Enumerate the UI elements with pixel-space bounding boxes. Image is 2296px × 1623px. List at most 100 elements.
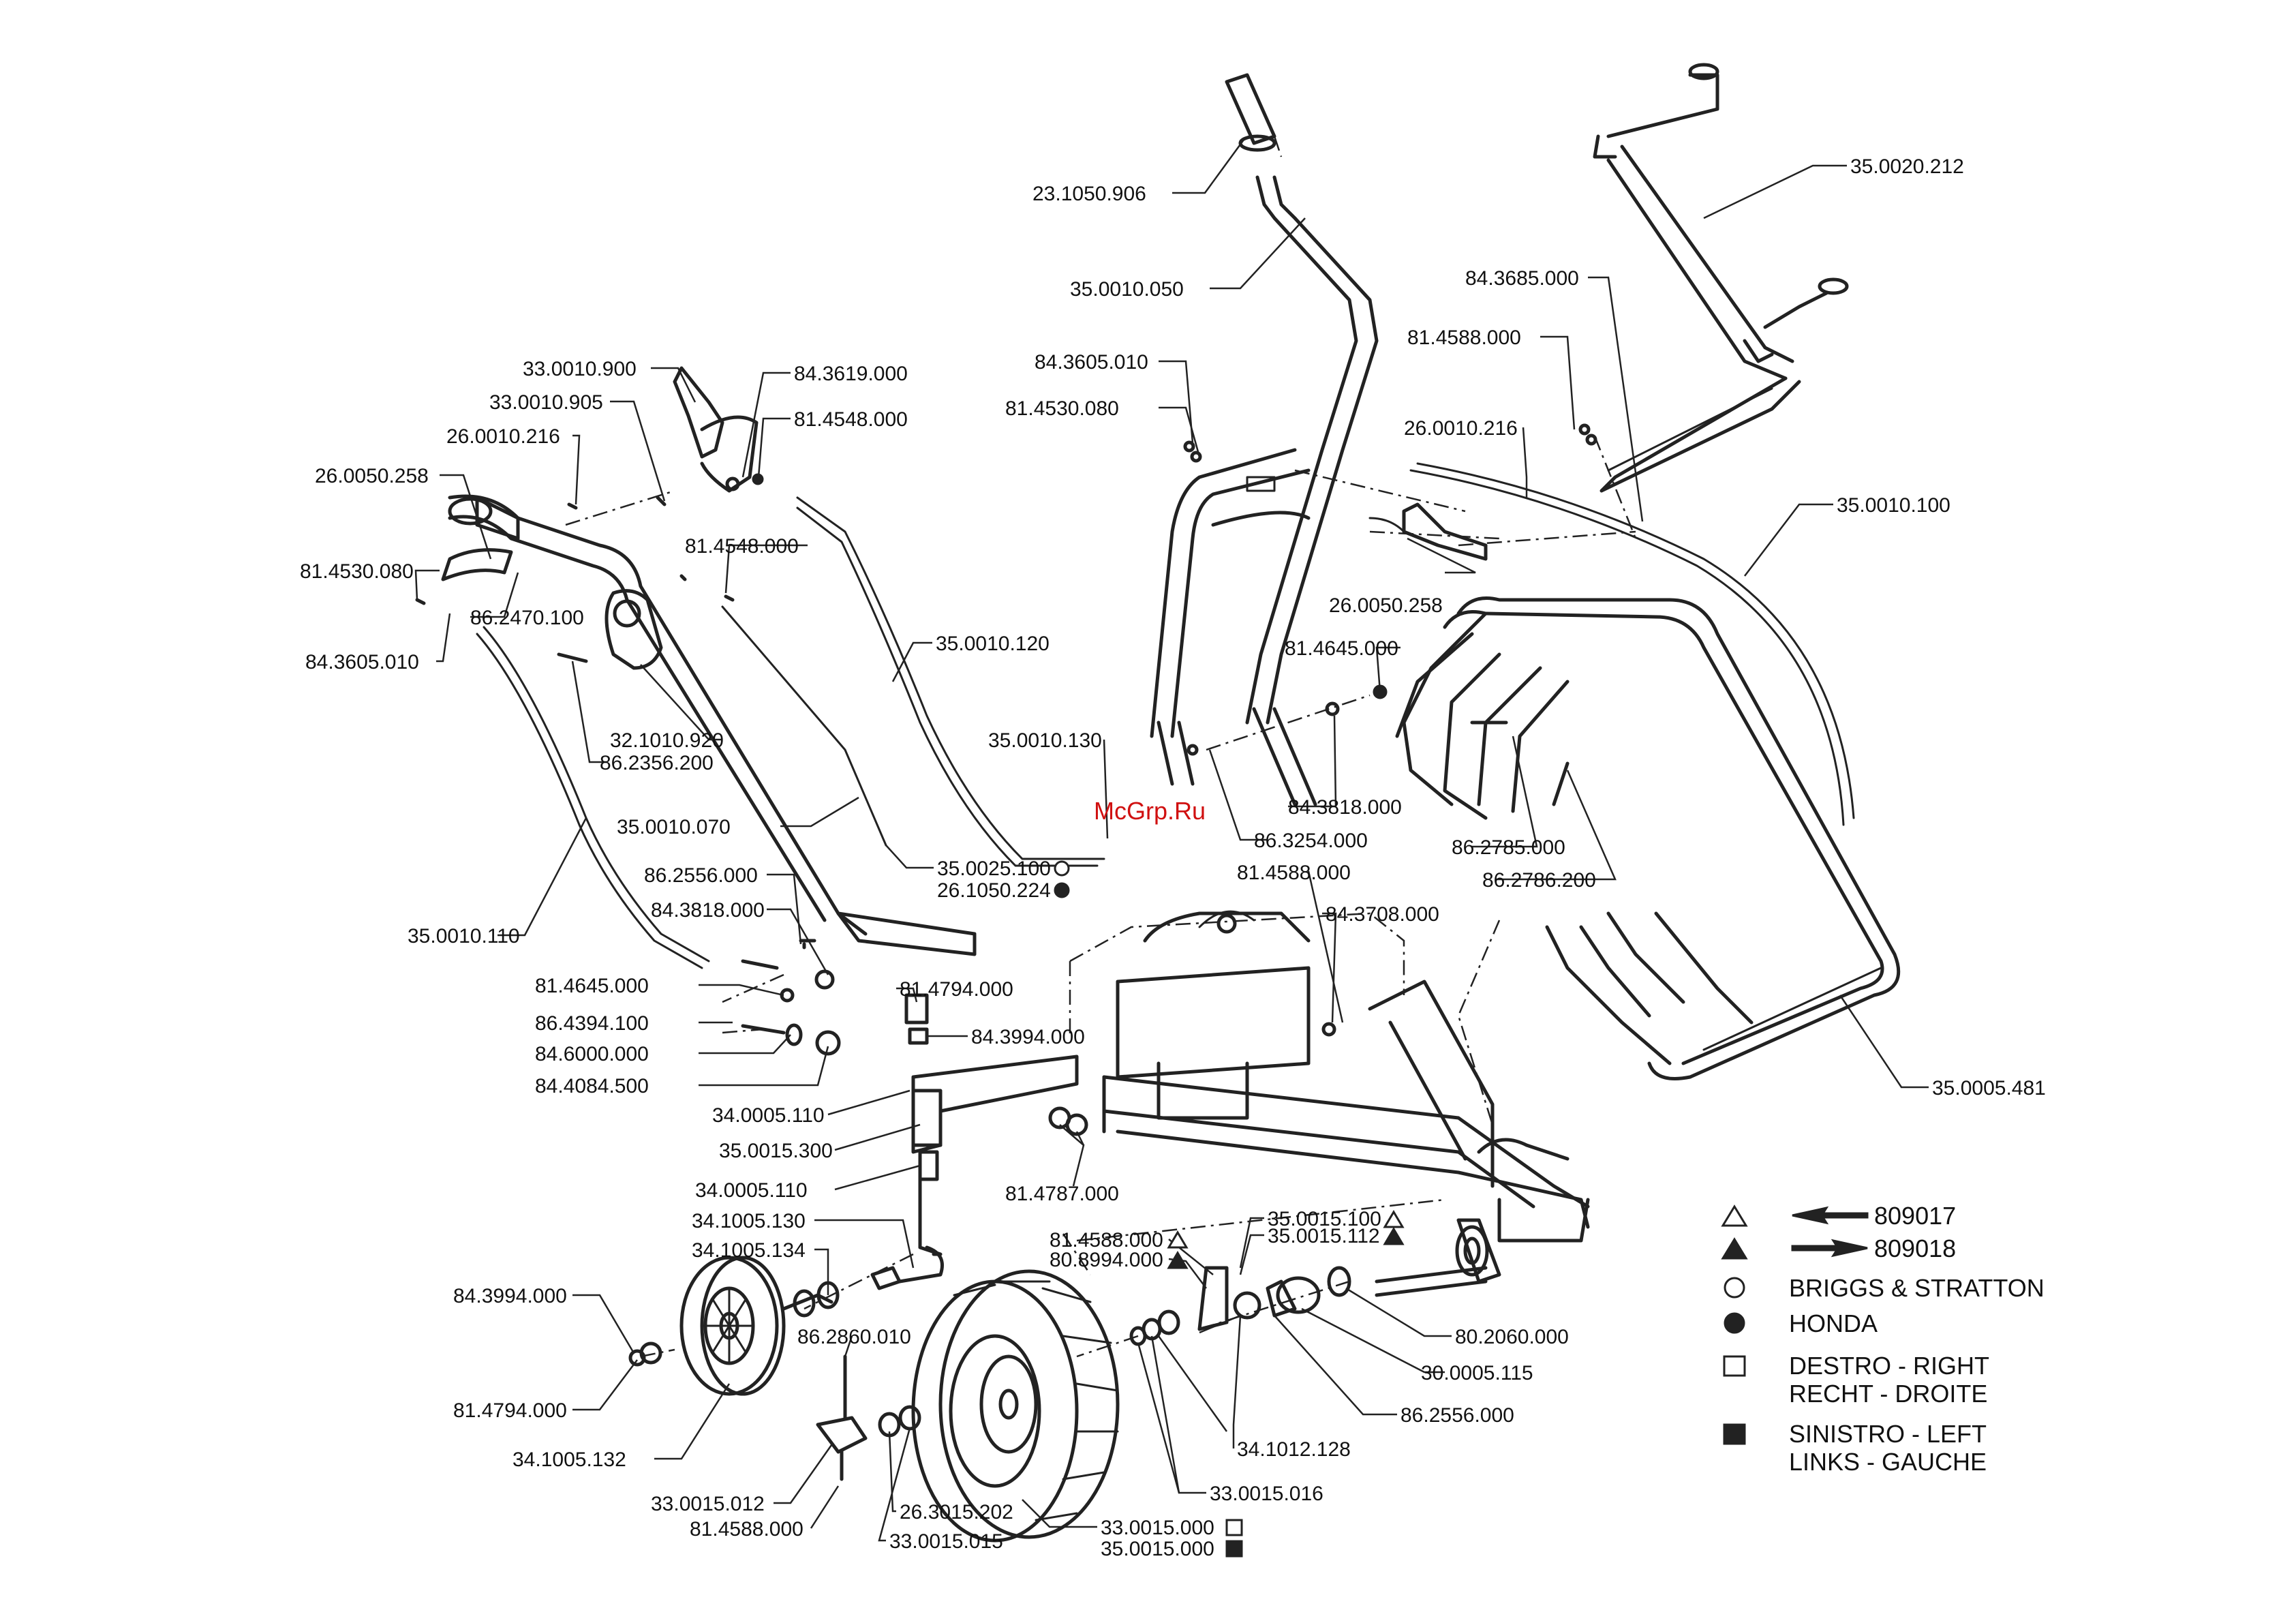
hollow-triangle-icon [1383, 1210, 1405, 1228]
part-label: 81.4588.000 [1407, 327, 1521, 349]
part-label: 26.0050.258 [1329, 594, 1443, 617]
part-label: 33.0015.016 [1210, 1483, 1323, 1505]
part-label: 35.0015.000 [1101, 1538, 1214, 1560]
part-label: 81.4645.000 [1285, 637, 1398, 660]
legend-honda: HONDA [1789, 1309, 1878, 1337]
part-label: 81.4548.000 [685, 535, 799, 558]
part-label: 86.2556.000 [644, 864, 758, 887]
part-label: 86.2356.200 [600, 752, 714, 774]
solid-square-icon [1225, 1540, 1243, 1558]
solid-circle-icon [1054, 882, 1070, 898]
part-label: 81.4588.000 [1237, 862, 1351, 884]
part-label: 30.0005.115 [1421, 1362, 1533, 1384]
part-label: 84.3994.000 [971, 1026, 1085, 1048]
part-label: 86.3254.000 [1254, 830, 1368, 852]
part-label: 34.0005.110 [695, 1179, 808, 1202]
part-label: 26.0010.216 [1404, 417, 1518, 440]
part-label: 33.0015.015 [889, 1530, 1003, 1553]
part-label: 80.8994.000 [1050, 1249, 1163, 1271]
leader-lines [414, 139, 1929, 1542]
part-label: 34.1005.134 [692, 1239, 806, 1262]
part-label: 26.0050.258 [315, 465, 429, 487]
part-label: 35.0015.100 [1268, 1208, 1381, 1230]
part-label: 35.0020.212 [1850, 155, 1964, 178]
engine-chassis [1062, 910, 1590, 1275]
part-label: 86.2785.000 [1452, 836, 1565, 859]
arrow-right-icon [1791, 1239, 1868, 1258]
part-label: 34.0005.110 [712, 1104, 825, 1127]
part-label: 84.3685.000 [1465, 267, 1579, 290]
legend-right: DESTRO - RIGHT [1789, 1352, 1989, 1380]
part-label: 84.3994.000 [453, 1285, 567, 1307]
part-label: 86.2860.010 [797, 1326, 911, 1348]
legend-briggs-stratton: BRIGGS & STRATTON [1789, 1274, 2045, 1302]
part-label: 84.3619.000 [794, 363, 908, 385]
part-label: 84.3818.000 [651, 899, 765, 922]
part-label: 84.3818.000 [1288, 796, 1402, 819]
part-label: 81.4530.080 [1005, 397, 1119, 420]
label-markers [1054, 860, 1405, 1558]
part-label: 86.2556.000 [1400, 1404, 1514, 1427]
hollow-square-icon [1225, 1519, 1243, 1536]
part-label: 26.1050.224 [937, 879, 1051, 902]
part-label: 35.0010.070 [617, 816, 731, 838]
part-label: 35.0025.100 [937, 858, 1051, 880]
part-label: 35.0010.120 [936, 633, 1050, 655]
part-label: 32.1010.920 [610, 729, 724, 752]
legend-right-alt: RECHT - DROITE [1789, 1380, 1987, 1408]
solid-square-icon [1723, 1423, 1746, 1445]
part-label: 26.0010.216 [446, 425, 560, 448]
part-label: 81.4645.000 [535, 975, 649, 997]
part-label: 81.4588.000 [690, 1518, 803, 1541]
part-label: 35.0010.130 [988, 729, 1102, 752]
solid-circle-icon [1724, 1312, 1745, 1334]
hollow-circle-icon [1724, 1277, 1745, 1299]
legend-left: SINISTRO - LEFT [1789, 1420, 1987, 1448]
hollow-triangle-icon [1721, 1204, 1748, 1227]
part-label: 84.3605.010 [305, 651, 419, 673]
part-label: 35.0005.481 [1932, 1077, 2046, 1099]
part-labels: 23.1050.906 35.0010.050 35.0020.212 84.3… [300, 155, 2046, 1560]
part-label: 33.0010.905 [489, 391, 603, 414]
part-label: 26.3015.202 [900, 1501, 1013, 1523]
part-label: 84.4084.500 [535, 1075, 649, 1097]
part-label: 35.0010.050 [1070, 278, 1184, 301]
parts-artwork [415, 63, 1901, 1543]
part-label: 81.4530.080 [300, 560, 414, 583]
part-label: 35.0015.112 [1268, 1225, 1380, 1247]
part-label: 81.4794.000 [900, 978, 1013, 1001]
part-label: 33.0015.012 [651, 1493, 765, 1515]
part-label: 84.3605.010 [1035, 351, 1148, 374]
watermark: McGrp.Ru [1094, 797, 1206, 825]
hollow-square-icon [1723, 1355, 1746, 1377]
part-label: 86.2470.100 [470, 607, 584, 629]
legend-left-alt: LINKS - GAUCHE [1789, 1448, 1987, 1476]
part-label: 81.4794.000 [453, 1399, 567, 1422]
part-label: 35.0015.300 [719, 1140, 833, 1162]
part-label: 35.0010.100 [1837, 494, 1950, 517]
part-label: 86.2786.200 [1482, 869, 1596, 892]
arrow-left-icon [1792, 1206, 1869, 1225]
part-label: 34.1005.132 [512, 1448, 626, 1471]
part-label: 34.1005.130 [692, 1210, 806, 1232]
part-label: 80.2060.000 [1455, 1326, 1569, 1348]
solid-triangle-icon [1167, 1251, 1189, 1269]
part-label: 86.4394.100 [535, 1012, 649, 1035]
legend-809017: 809017 [1874, 1202, 1956, 1230]
hollow-circle-icon [1054, 860, 1070, 877]
solid-triangle-icon [1721, 1237, 1748, 1260]
part-label: 81.4787.000 [1005, 1183, 1119, 1205]
part-label: 81.4588.000 [1050, 1229, 1163, 1252]
part-label: 84.6000.000 [535, 1043, 649, 1065]
part-label: 33.0010.900 [523, 358, 637, 380]
hollow-triangle-icon [1167, 1230, 1189, 1249]
solid-triangle-icon [1383, 1227, 1405, 1245]
part-label: 34.1012.128 [1237, 1438, 1351, 1461]
part-label: 84.3708.000 [1326, 903, 1439, 926]
part-label: 33.0015.000 [1101, 1517, 1214, 1539]
part-label: 23.1050.906 [1032, 183, 1146, 205]
legend-809018: 809018 [1874, 1234, 1956, 1262]
legend: 809017 809018 BRIGGS & STRATTON HONDA DE… [1721, 1202, 2045, 1476]
part-label: 35.0010.110 [408, 925, 520, 947]
